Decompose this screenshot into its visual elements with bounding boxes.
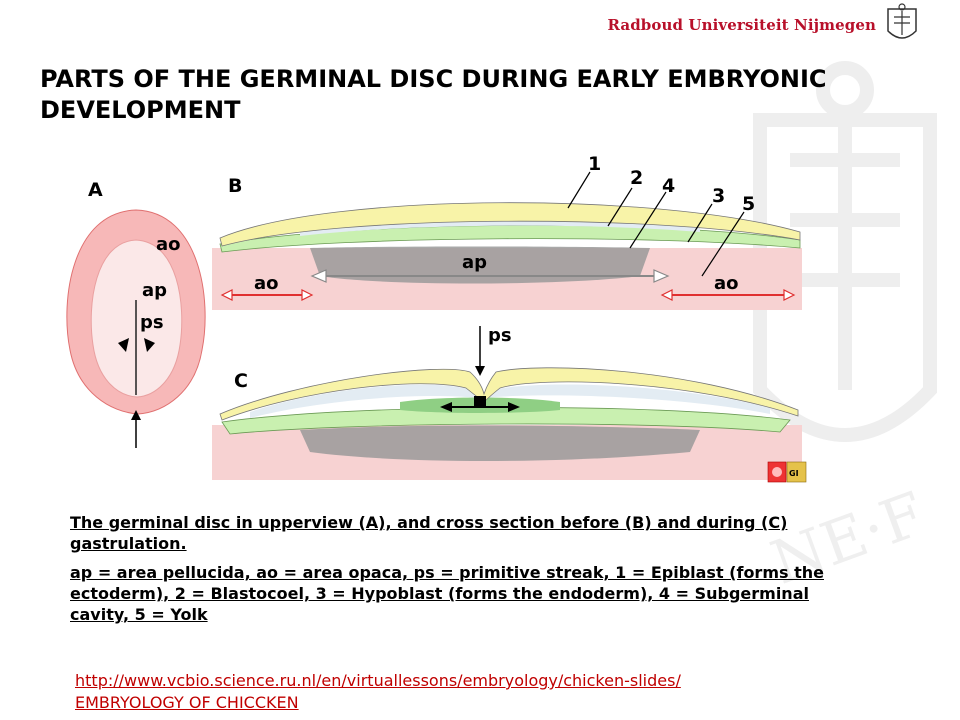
- ao-left-arrow: [220, 289, 314, 301]
- panel-c-diagram: [212, 326, 802, 480]
- panel-a-diagram: [66, 209, 206, 448]
- label-ps-a: ps: [140, 312, 164, 333]
- migration-arrowhead-left: [440, 402, 452, 412]
- svg-text:GI: GI: [789, 469, 799, 478]
- label-1: 1: [588, 153, 601, 175]
- ao-right-arrow: [660, 289, 796, 301]
- primitive-streak-c: [474, 396, 486, 406]
- reference-label-link[interactable]: EMBRYOLOGY OF CHICCKEN: [75, 693, 299, 712]
- panel-b-label: B: [228, 175, 242, 197]
- ps-pointer-c-head: [475, 366, 485, 376]
- ps-left-arrowhead: [118, 338, 129, 352]
- label-ao-a: ao: [156, 234, 181, 255]
- brand-header: Radboud Universiteit Nijmegen: [607, 0, 920, 50]
- germinal-disc-figure: A ao ap ps: [66, 153, 807, 483]
- leader-lines: [567, 171, 745, 277]
- label-ao-b-left: ao: [254, 273, 279, 294]
- university-seal-icon: [887, 3, 917, 39]
- panel-c-label: C: [234, 370, 248, 392]
- slide-title: PARTS OF THE GERMINAL DISC DURING EARLY …: [40, 65, 827, 124]
- figure-legend: ap = area pellucida, ao = area opaca, ps…: [70, 563, 824, 624]
- label-4: 4: [662, 175, 675, 197]
- panel-a-label: A: [88, 179, 103, 201]
- ps-pointer-arrowhead: [131, 410, 141, 420]
- reference-url-link[interactable]: http://www.vcbio.science.ru.nl/en/virtua…: [75, 671, 681, 690]
- label-ps-c: ps: [488, 325, 512, 346]
- subgerminal-cavity-b: [310, 246, 650, 284]
- label-3: 3: [712, 185, 725, 207]
- blastocoel-c: [250, 384, 770, 418]
- yolk-gray-c: [300, 425, 700, 461]
- migration-arrowhead-right: [508, 402, 520, 412]
- reference-links: http://www.vcbio.science.ru.nl/en/virtua…: [75, 670, 681, 714]
- label-ap-a: ap: [142, 280, 167, 301]
- label-5: 5: [742, 193, 755, 215]
- hypoblast-c: [221, 407, 791, 435]
- figure-caption: The germinal disc in upperview (A), and …: [70, 513, 788, 553]
- label-2: 2: [630, 167, 643, 189]
- university-name: Radboud Universiteit Nijmegen: [607, 16, 876, 34]
- label-ao-b-right: ao: [714, 273, 739, 294]
- gi-logo-icon: GI: [767, 461, 807, 483]
- label-ap-b: ap: [462, 252, 487, 273]
- ps-right-arrowhead: [144, 338, 155, 352]
- epiblast-b: [219, 202, 801, 247]
- ap-double-arrow: [310, 269, 670, 283]
- epiblast-c: [219, 367, 799, 421]
- panel-b-diagram: [212, 171, 802, 310]
